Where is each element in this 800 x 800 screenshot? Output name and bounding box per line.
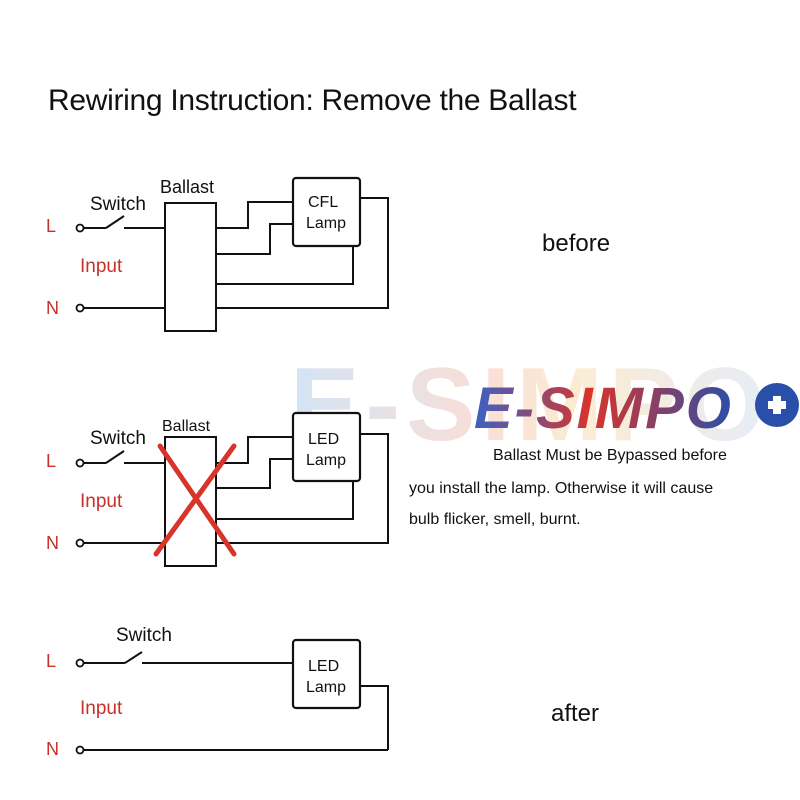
- svg-text:E-SIMPO: E-SIMPO: [290, 347, 771, 463]
- lamp-label-line2: Lamp: [306, 452, 346, 469]
- svg-text:E-SIMPO: E-SIMPO: [474, 376, 733, 441]
- remove-ballast-cross: [153, 443, 237, 557]
- lamp-label-line1: LED: [308, 658, 339, 675]
- lamp-label-line1: LED: [308, 431, 339, 448]
- plus-icon: [755, 383, 799, 427]
- label-ballast: Ballast: [162, 418, 211, 435]
- diagram-after: L Input N Switch LED Lamp: [46, 625, 389, 759]
- diagram-bypass: L Input N Switch Ballast LED Lamp: [46, 411, 389, 567]
- terminal-n: [75, 303, 85, 313]
- note-line-2: you install the lamp. Otherwise it will …: [409, 480, 714, 497]
- label-n: N: [46, 533, 59, 553]
- caption-after: after: [551, 700, 600, 727]
- cfl-lamp-box: [291, 176, 362, 248]
- switch-contact: [105, 450, 125, 464]
- page-title: Rewiring Instruction: Remove the Ballast: [48, 84, 577, 117]
- terminal-n: [75, 745, 85, 755]
- terminal-n: [75, 538, 85, 548]
- led-lamp-box: [291, 638, 362, 710]
- label-switch: Switch: [90, 194, 146, 215]
- label-input: Input: [80, 256, 123, 277]
- lamp-label-line2: Lamp: [306, 679, 346, 696]
- label-switch: Switch: [90, 428, 146, 449]
- label-n: N: [46, 298, 59, 318]
- label-l: L: [46, 651, 56, 671]
- lamp-label-line2: Lamp: [306, 215, 346, 232]
- switch-contact: [124, 651, 143, 664]
- terminal-l: [75, 223, 85, 233]
- ballast-box: [164, 436, 217, 567]
- label-l: L: [46, 451, 56, 471]
- brand-logo: E-SIMPO: [474, 376, 799, 441]
- lamp-label-line1: CFL: [308, 194, 338, 211]
- terminal-l: [75, 658, 85, 668]
- label-input: Input: [80, 698, 123, 719]
- label-switch: Switch: [116, 625, 172, 646]
- switch-contact: [105, 215, 125, 229]
- led-lamp-box: [291, 411, 362, 483]
- label-n: N: [46, 739, 59, 759]
- label-l: L: [46, 216, 56, 236]
- ballast-box: [164, 202, 217, 332]
- diagram-before: L Input N Switch Ballast CFL Lamp: [46, 176, 389, 332]
- note-line-1: Ballast Must be Bypassed before: [493, 447, 727, 464]
- label-input: Input: [80, 491, 123, 512]
- caption-before: before: [542, 230, 611, 257]
- brand-watermark: E-SIMPO: [290, 347, 771, 463]
- terminal-l: [75, 458, 85, 468]
- label-ballast: Ballast: [160, 177, 214, 197]
- note-line-3: bulb flicker, smell, burnt.: [409, 511, 581, 528]
